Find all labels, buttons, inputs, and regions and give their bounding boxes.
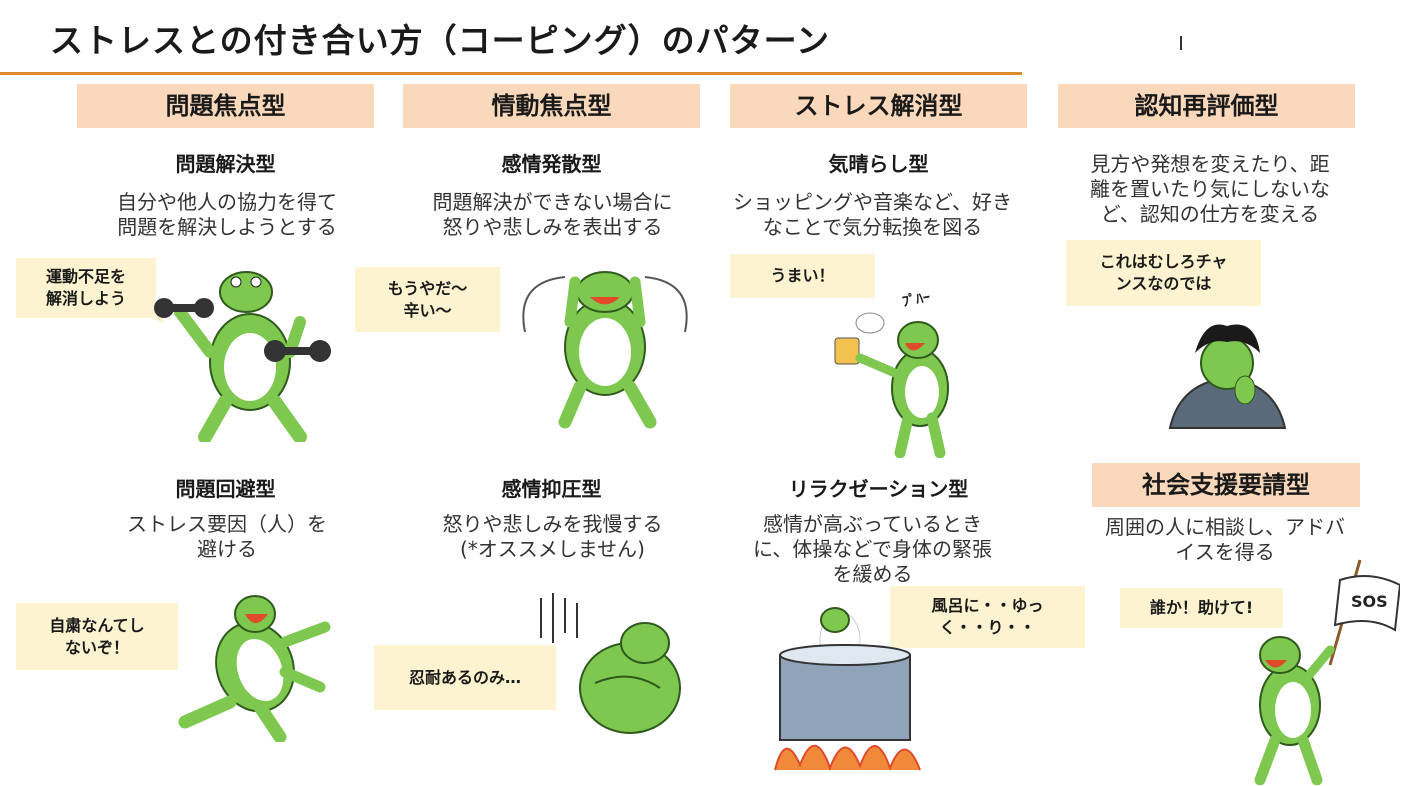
desc-problem-solving: 自分や他人の協力を得て問題を解決しようとする [117, 190, 337, 239]
frog-enduring-illustration [540, 593, 681, 734]
subtitle-emotion-suppression: 感情抑圧型 [501, 477, 602, 501]
subtitle-relaxation: リラクゼーション型 [788, 477, 969, 501]
frog-drinking-illustration [834, 312, 949, 458]
desc-emotion-suppression: 怒りや悲しみを我慢する(*オススメしません) [442, 512, 663, 561]
header-problem-focused: 問題焦点型 [77, 84, 374, 128]
frog-running-illustration [178, 595, 331, 742]
title-underline [0, 72, 1022, 75]
header-social-support: 社会支援要請型 [1092, 463, 1360, 507]
frog-thinking-illustration [1168, 324, 1287, 429]
frog-sos-flag-illustration: SOS [1254, 559, 1400, 785]
frog-bath-illustration [774, 607, 921, 771]
speech-bubble: 忍耐あるのみ… [374, 645, 556, 710]
speech-bubble: これはむしろチャンスなのでは [1066, 240, 1261, 306]
page-title: ストレスとの付き合い方（コーピング）のパターン [50, 21, 831, 60]
speech-bubble: 風呂に・・ゆっく・・り・・ [890, 586, 1085, 648]
flag-sos-label: SOS [1351, 592, 1388, 611]
speech-bubble: 運動不足を解消しよう [16, 258, 156, 318]
speech-bubble: もうやだ〜辛い〜 [355, 267, 500, 332]
desc-problem-avoidance: ストレス要因（人）を避ける [127, 512, 327, 561]
speech-bubble: 自粛なんてしないぞ！ [16, 603, 178, 670]
header-cognitive-reappraisal: 認知再評価型 [1058, 84, 1355, 128]
header-emotion-focused: 情動焦点型 [403, 84, 700, 128]
speech-bubble: うまい！ [730, 254, 875, 298]
divider-mark [1180, 36, 1182, 50]
desc-relaxation: 感情が高ぶっているときに、体操などで身体の緊張を緩める [753, 512, 992, 586]
frog-dumbbell-illustration [150, 271, 331, 442]
desc-cognitive-reappraisal: 見方や発想を変えたり、距離を置いたり気にしないなど、認知の仕方を変える [1090, 152, 1330, 226]
frog-crying-illustration [522, 271, 688, 429]
desc-distraction: ショッピングや音楽など、好きなことで気分転換を図る [733, 190, 1012, 239]
header-stress-relief: ストレス解消型 [730, 84, 1027, 128]
subtitle-distraction: 気晴らし型 [828, 152, 929, 176]
subtitle-problem-avoidance: 問題回避型 [175, 477, 276, 501]
speech-bubble: 誰か！助けて! [1120, 588, 1283, 628]
desc-social-support: 周囲の人に相談し、アドバイスを得る [1105, 515, 1345, 564]
desc-emotion-venting: 問題解決ができない場合に怒りや悲しみを表出する [432, 190, 673, 239]
subtitle-problem-solving: 問題解決型 [175, 152, 276, 176]
subtitle-emotion-venting: 感情発散型 [501, 152, 602, 176]
